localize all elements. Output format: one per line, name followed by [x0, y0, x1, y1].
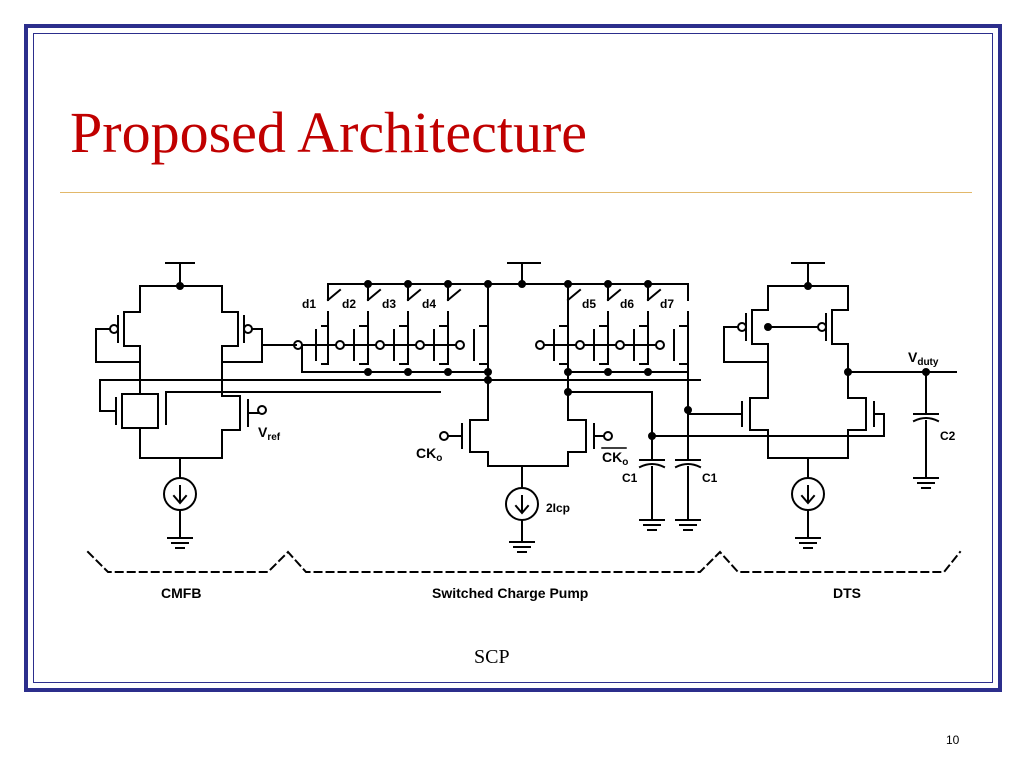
title-divider [60, 192, 972, 193]
section-label-dts: DTS [833, 585, 861, 601]
ck-label: CKo [416, 445, 442, 464]
vref-label: Vref [258, 424, 281, 443]
slide-title: Proposed Architecture [70, 100, 588, 165]
section-label-charge-pump: Switched Charge Pump [432, 585, 589, 601]
figure-caption: SCP [474, 646, 510, 668]
switch-d5-label: d5 [582, 297, 596, 311]
cmfb-block [95, 262, 701, 549]
c1-right-label: C1 [702, 471, 718, 485]
switch-d6-label: d6 [620, 297, 634, 311]
switch-d1-label: d1 [302, 297, 316, 311]
dts-block [651, 262, 957, 549]
page-number: 10 [946, 733, 960, 747]
section-brackets [86, 550, 962, 573]
ckb-label: CKo [602, 449, 628, 468]
slide-frame-outer [24, 24, 1002, 692]
switch-d2-label: d2 [342, 297, 356, 311]
slide-frame-inner [33, 33, 993, 683]
section-label-cmfb: CMFB [161, 585, 202, 601]
c2-label: C2 [940, 429, 956, 443]
switch-d4-label: d4 [422, 297, 436, 311]
c1-left-label: C1 [622, 471, 638, 485]
current-source-label: 2Icp [546, 501, 570, 515]
vduty-label: Vduty [908, 349, 939, 368]
charge-pump-block [301, 262, 702, 553]
switch-d3-label: d3 [382, 297, 396, 311]
switch-d7-label: d7 [660, 297, 674, 311]
